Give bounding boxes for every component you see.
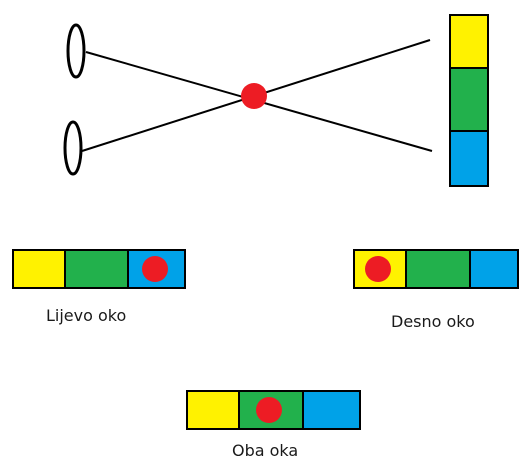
- left-segment-green: [64, 249, 129, 289]
- label-right-eye: Desno oko: [391, 312, 475, 331]
- label-both-eyes: Oba oka: [232, 441, 299, 460]
- eye-bottom-icon: [63, 120, 83, 176]
- vertical-segment-yellow: [449, 14, 489, 69]
- vertical-segment-blue: [449, 130, 489, 187]
- strip-right-eye: [353, 249, 519, 289]
- both-segment-blue: [302, 390, 361, 430]
- vertical-segment-green: [449, 67, 489, 132]
- left-strip-dot: [142, 256, 168, 282]
- strip-both-eyes: [186, 390, 361, 430]
- right-segment-green: [405, 249, 471, 289]
- right-segment-blue: [469, 249, 519, 289]
- fixation-point-dot: [241, 83, 267, 109]
- both-segment-yellow: [186, 390, 240, 430]
- both-strip-dot: [256, 397, 282, 423]
- background-strip-vertical: [449, 14, 489, 187]
- label-left-eye: Lijevo oko: [46, 306, 127, 325]
- strip-left-eye: [12, 249, 186, 289]
- left-segment-yellow: [12, 249, 66, 289]
- right-strip-dot: [365, 256, 391, 282]
- eye-top-icon: [66, 23, 86, 79]
